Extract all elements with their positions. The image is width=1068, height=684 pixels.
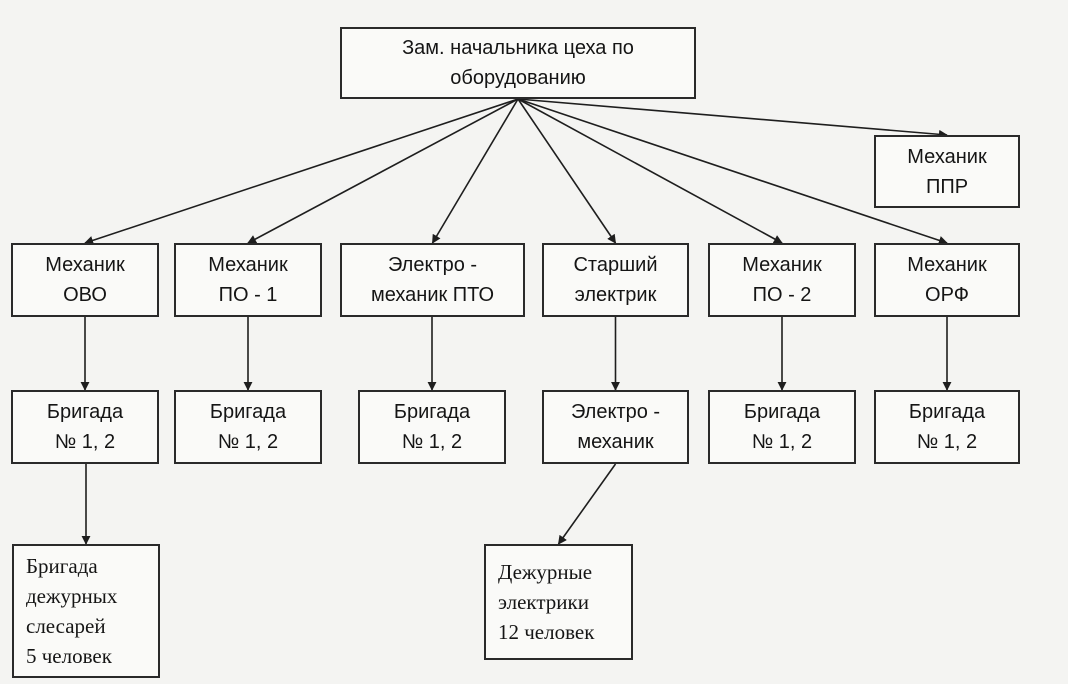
mechanic-ppr-box: Механик ППР — [874, 135, 1020, 208]
electromechanic-box: Электро - механик — [542, 390, 689, 464]
mechanic-ovo-box: Механик ОВО — [11, 243, 159, 317]
brigade-ovo-box: Бригада № 1, 2 — [11, 390, 159, 464]
brigade-po2-box: Бригада № 1, 2 — [708, 390, 856, 464]
arrow-root-to-ovo — [84, 98, 519, 245]
arrow-root-to-ppr — [517, 98, 948, 139]
arrow-root-to-orf — [517, 98, 948, 245]
deputy-head-equipment-box: Зам. начальника цеха по оборудованию — [340, 27, 696, 99]
duty-electricians-box: Дежурные электрики 12 человек — [484, 544, 633, 660]
duty-fitters-brigade-box: Бригада дежурных слесарей 5 человек — [12, 544, 160, 678]
brigade-pto-box: Бригада № 1, 2 — [358, 390, 506, 464]
senior-electrician-box: Старший электрик — [542, 243, 689, 317]
mechanic-po1-box: Механик ПО - 1 — [174, 243, 322, 317]
brigade-orf-box: Бригада № 1, 2 — [874, 390, 1020, 464]
electromechanic-pto-box: Электро - механик ПТО — [340, 243, 525, 317]
arrow-root-to-pto — [431, 98, 519, 244]
arrow-root-to-starshiy — [517, 98, 617, 244]
mechanic-po2-box: Механик ПО - 2 — [708, 243, 856, 317]
arrow-root-to-po2 — [517, 98, 783, 244]
brigade-po1-box: Бригада № 1, 2 — [174, 390, 322, 464]
arrow-root-to-po1 — [247, 98, 519, 244]
arrow-elektromekhanik-to-dezhurnye — [557, 463, 617, 545]
mechanic-orf-box: Механик ОРФ — [874, 243, 1020, 317]
